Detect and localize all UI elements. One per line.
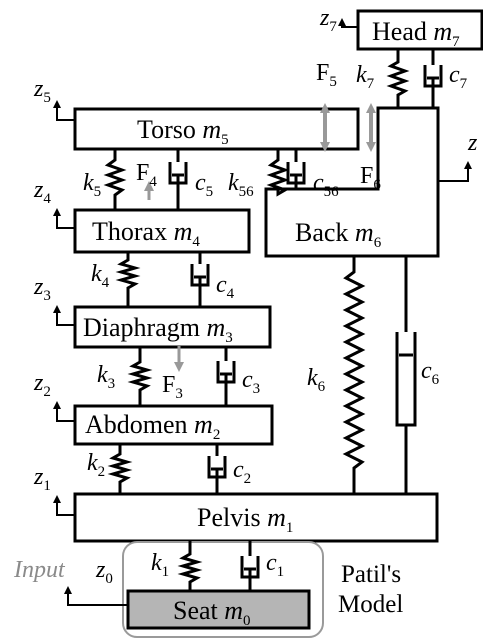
spring-k5: [103, 149, 127, 210]
spring-k2: [107, 444, 133, 494]
z7-arrow: [338, 18, 358, 28]
damper-c7: [423, 49, 443, 108]
k56-label: k56: [228, 170, 254, 200]
z2-arrow: [53, 401, 75, 422]
c6-label: c6: [421, 358, 440, 388]
spring-k6: [342, 256, 366, 494]
abdomen-label: Abdomen m2: [85, 410, 220, 443]
k7-label: k7: [356, 62, 375, 92]
z6-label: z: [467, 130, 478, 156]
c4-label: c4: [216, 272, 235, 302]
damper-c2: [207, 444, 227, 494]
dampers: [168, 49, 443, 591]
k3-label: k3: [97, 362, 115, 392]
symbol-labels: z7 z5 z z4 z3 z2 z1 z0 k7 k5 k56 k4 k3 k…: [33, 5, 478, 587]
z5-arrow: [53, 100, 75, 121]
damper-c4: [190, 252, 210, 307]
f3-label: F3: [162, 372, 183, 402]
spring-k4: [115, 252, 141, 307]
k4-label: k4: [91, 261, 110, 291]
displacement-arrows: [53, 18, 472, 606]
input-label: Input: [13, 557, 66, 583]
diaphragm-label: Diaphragm m3: [83, 313, 233, 346]
thorax-label: Thorax m4: [92, 217, 200, 250]
back-label: Back m6: [295, 218, 382, 251]
f4-label: F4: [136, 160, 157, 190]
z5-label: z5: [33, 76, 51, 106]
c7-label: c7: [449, 62, 468, 92]
z6-arrow: [438, 161, 472, 182]
force-arrows: [144, 103, 376, 372]
thorax-block: [73, 208, 251, 254]
pelvis-label: Pelvis m1: [197, 503, 293, 536]
z4-arrow: [53, 208, 75, 229]
abdomen-block: [73, 404, 274, 446]
k2-label: k2: [87, 450, 105, 480]
head-label: Head m7: [372, 17, 460, 50]
damper-c6: [395, 256, 417, 494]
k5-label: k5: [83, 170, 101, 200]
model-title-line2: Model: [338, 591, 403, 618]
seat-label: Seat m0: [173, 596, 251, 629]
pelvis-block: [73, 492, 439, 543]
z1-label: z1: [33, 464, 51, 494]
back-block: [264, 106, 440, 258]
z3-label: z3: [33, 274, 51, 304]
mass-blocks: [73, 9, 483, 630]
k1-label: k1: [151, 550, 169, 580]
z3-arrow: [53, 305, 75, 326]
z1-arrow: [53, 495, 75, 516]
input-frame: [122, 541, 324, 638]
torso-block: [73, 107, 360, 151]
spring-k7: [386, 49, 410, 108]
spring-k3: [127, 347, 153, 406]
damper-c3: [216, 347, 236, 406]
z7-label: z7: [319, 5, 337, 35]
f6-label: F6: [360, 163, 381, 193]
z0-arrow: [64, 586, 128, 606]
spring-k1: [177, 541, 203, 591]
damper-c1: [240, 541, 260, 591]
c56-label: c56: [313, 170, 339, 200]
mass-labels: Head m7 Torso m5 Thorax m4 Back m6 Diaph…: [83, 17, 460, 629]
z4-label: z4: [33, 177, 51, 207]
k6-label: k6: [307, 365, 326, 395]
c5-label: c5: [195, 170, 213, 200]
model-title-line1: Patil's: [341, 561, 401, 588]
c2-label: c2: [233, 457, 251, 487]
c3-label: c3: [242, 367, 260, 397]
diaphragm-block: [73, 305, 272, 349]
z0-label: z0: [95, 557, 113, 587]
seat-block: [126, 589, 311, 630]
head-block: [356, 9, 483, 51]
springs: [103, 49, 410, 591]
damper-c5: [168, 149, 188, 210]
c1-label: c1: [266, 550, 284, 580]
damper-c56: [286, 149, 306, 189]
f5-label: F5: [316, 60, 337, 90]
torso-label: Torso m5: [137, 115, 229, 148]
z2-label: z2: [33, 370, 51, 400]
spring-k56: [266, 149, 290, 197]
